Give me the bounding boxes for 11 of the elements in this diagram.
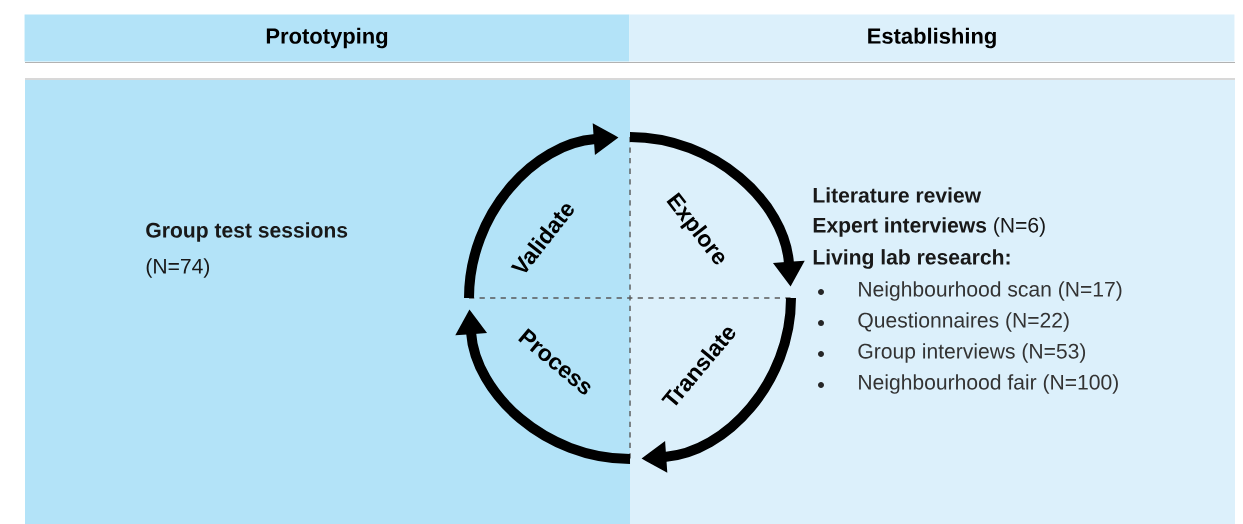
text-line: Living lab research: bbox=[813, 249, 1010, 269]
header-band: Establishing bbox=[629, 14, 1235, 62]
list-item: Neighbourhood scan (N=17) bbox=[859, 281, 1122, 301]
list-item: Neighbourhood fair (N=100) bbox=[859, 374, 1118, 394]
text-line: Group test sessions bbox=[146, 222, 348, 242]
text-line: Literature review bbox=[813, 187, 982, 203]
header-band: Prototyping bbox=[24, 14, 630, 62]
text-line: Expert interviews (N=6) bbox=[813, 217, 1045, 237]
list-item: Group interviews (N=53) bbox=[858, 343, 1086, 363]
list-item: Questionnaires (N=22) bbox=[858, 312, 1069, 332]
text-line: (N=74) bbox=[146, 258, 210, 278]
